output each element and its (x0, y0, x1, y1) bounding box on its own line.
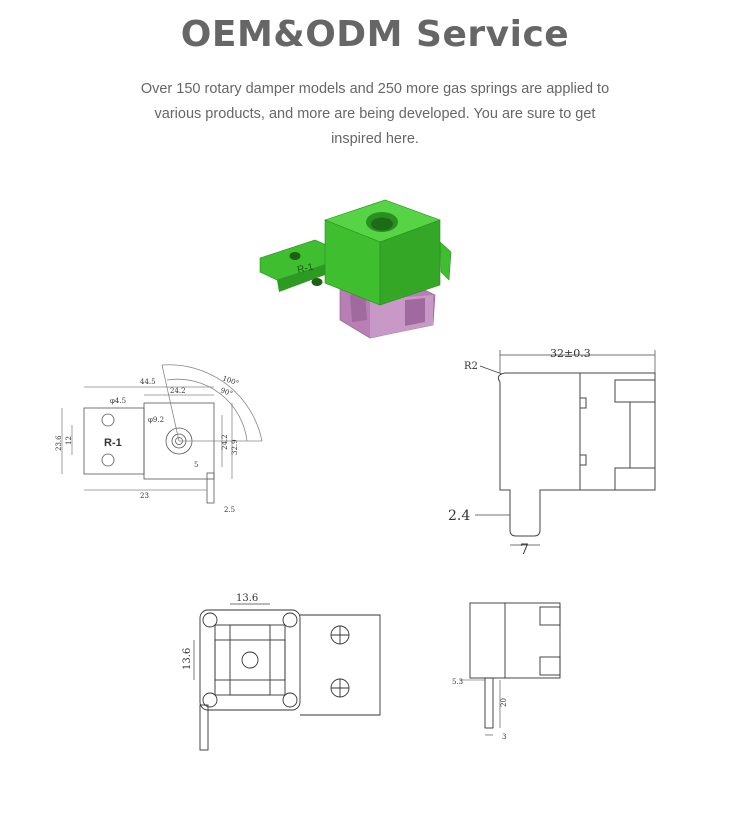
dim-height-bottom: 13.6 (182, 648, 193, 670)
description-line: inspired here. (331, 131, 419, 147)
dim-hole-diameter: φ4.5 (110, 397, 126, 405)
front-view-drawing: 44.5 φ4.5 24.2 φ9.2 100° 90° 23.6 12 24.… (55, 364, 263, 514)
dim-thickness-small: 3 (502, 733, 506, 741)
dim-offset: 5.3 (452, 678, 463, 686)
dim-length: 32±0.3 (550, 347, 591, 360)
dim-height-right-outer: 32.9 (231, 439, 239, 455)
small-side-drawing: 5.3 20 3 (452, 602, 561, 741)
dim-tab-width: 7 (520, 542, 529, 558)
front-part-label: R-1 (104, 437, 122, 449)
dim-thickness-side: 2.4 (448, 508, 470, 524)
bottom-view-drawing: 13.6 13.6 (182, 593, 381, 751)
dim-base-width: 23 (140, 492, 149, 500)
dim-radius: R2 (464, 361, 478, 372)
description-line: various products, and more are being dev… (154, 106, 596, 122)
dim-height-small: 20 (500, 698, 508, 707)
description-line: Over 150 rotary damper models and 250 mo… (140, 81, 610, 97)
dim-gap: 5 (194, 461, 198, 469)
dim-angle-inner: 90° (219, 386, 233, 398)
housing (259, 199, 452, 306)
dim-pitch: 24.2 (170, 387, 186, 395)
dim-thickness: 2.5 (224, 506, 235, 514)
page-title: OEM&ODM Service (180, 14, 570, 55)
dim-height-right-inner: 24.2 (221, 434, 229, 450)
dim-height-left-outer: 23.6 (55, 435, 63, 451)
dim-overall-width: 44.5 (140, 378, 156, 386)
product-part-label: R-1 (296, 262, 314, 276)
page-description: Over 150 rotary damper models and 250 mo… (110, 77, 640, 152)
dim-height-left-inner: 12 (65, 436, 73, 445)
dim-width-bottom: 13.6 (236, 593, 258, 604)
product-render: R-1 (259, 199, 452, 339)
side-view-drawing: R2 32±0.3 2.4 7 (448, 347, 656, 558)
dim-angle-outer: 100° (221, 374, 240, 387)
dim-bore: φ9.2 (148, 416, 164, 424)
